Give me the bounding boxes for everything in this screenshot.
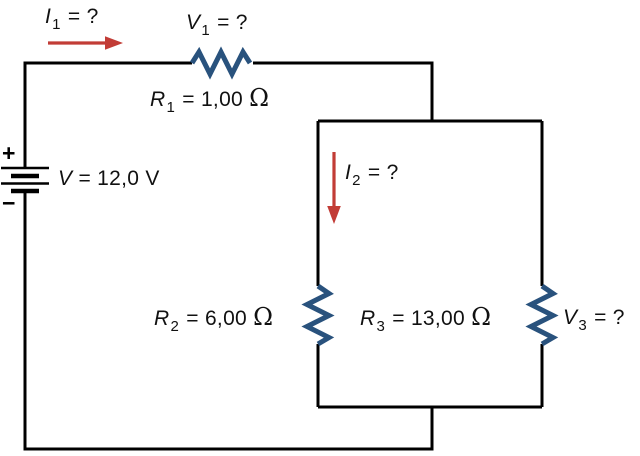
label-r1-eq: = 1,00 — [176, 88, 250, 111]
label-r3-unit-omega: Ω — [471, 303, 492, 331]
label-v3-sub: 3 — [578, 317, 587, 334]
label-resistor-r1: R1 = 1,00 Ω — [150, 84, 270, 116]
label-r2-sub: 2 — [170, 318, 180, 335]
label-v3-var: V — [563, 306, 578, 329]
resistor-r1-zigzag — [189, 46, 253, 80]
label-v-eq: = 12,0 V — [72, 167, 160, 190]
label-v1-var: V — [186, 11, 201, 34]
wire-left-top — [23, 61, 192, 167]
battery-symbol — [1, 166, 49, 194]
label-i2-var: I — [345, 161, 352, 184]
label-current-i2: I2 = ? — [345, 161, 399, 189]
label-v-var: V — [58, 167, 73, 190]
label-r1-sub: 1 — [166, 99, 176, 116]
wire-top-right-connector — [253, 61, 434, 121]
label-i1-var: I — [45, 5, 52, 28]
label-r1-var: R — [150, 88, 166, 111]
label-r2-var: R — [154, 307, 170, 330]
wire-bottom-left — [23, 192, 434, 451]
label-r3-eq: = 13,00 — [386, 307, 472, 330]
battery-minus-sign: − — [2, 190, 16, 216]
label-v3-eq: = ? — [587, 306, 625, 329]
label-r3-var: R — [360, 307, 376, 330]
label-resistor-r3: R3 = 13,00 Ω — [360, 303, 492, 335]
current-arrow-i1 — [48, 36, 123, 50]
label-i1-eq: = ? — [61, 5, 99, 28]
label-current-i1: I1 = ? — [45, 5, 99, 33]
label-r2-unit-omega: Ω — [253, 303, 274, 331]
arrow-i2-head — [327, 206, 341, 224]
label-i1-sub: 1 — [52, 16, 61, 33]
label-v1-sub: 1 — [201, 22, 210, 39]
label-i2-eq: = ? — [361, 161, 399, 184]
current-arrow-i2 — [327, 152, 341, 224]
label-voltage-v3: V3 = ? — [563, 306, 625, 334]
label-battery-voltage: V = 12,0 V — [58, 167, 160, 191]
label-r1-unit-omega: Ω — [249, 84, 270, 112]
battery-plus-sign: + — [2, 140, 16, 166]
label-r3-sub: 3 — [376, 318, 386, 335]
label-v1-eq: = ? — [210, 11, 248, 34]
arrow-i1-head — [105, 36, 123, 50]
label-resistor-r2: R2 = 6,00 Ω — [154, 303, 274, 335]
resistor-r2-zigzag — [301, 283, 335, 347]
label-i2-sub: 2 — [352, 172, 361, 189]
resistor-r3-zigzag — [525, 283, 559, 347]
label-r2-eq: = 6,00 — [180, 307, 254, 330]
label-voltage-v1: V1 = ? — [186, 11, 248, 39]
